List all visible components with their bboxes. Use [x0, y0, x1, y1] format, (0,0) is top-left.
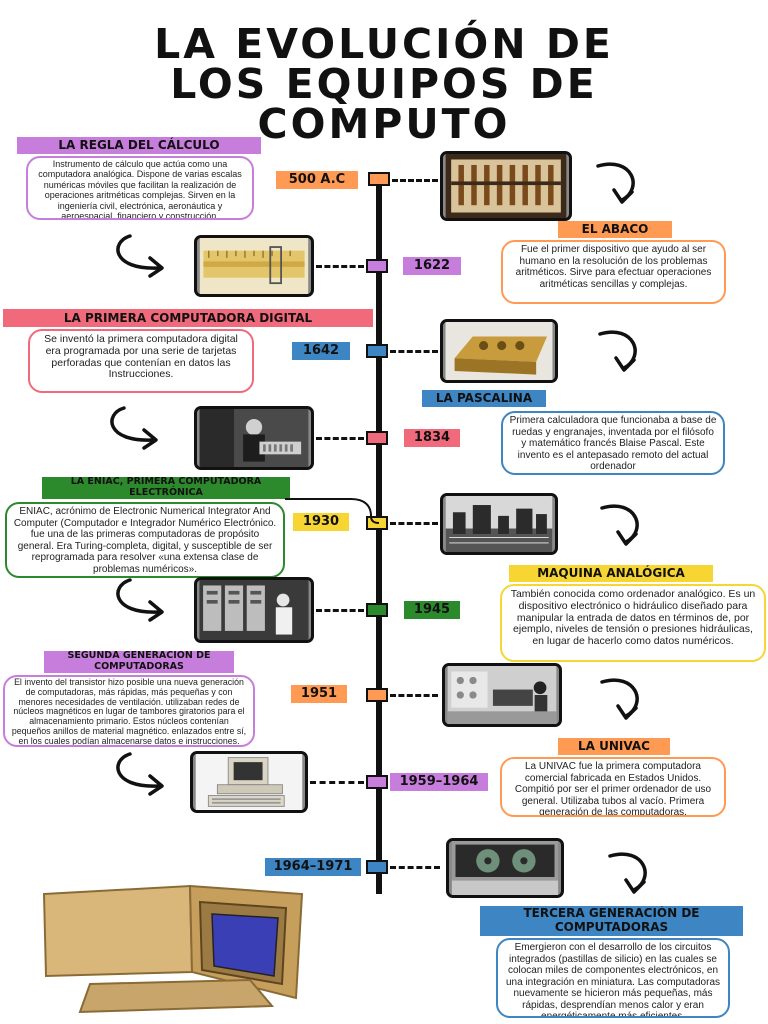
description-eniac: ENIAC, acrónimo de Electronic Numerical …	[5, 502, 285, 578]
description-pascalina: Primera calculadora que funcionaba a bas…	[501, 411, 725, 475]
heading-eniac: LA ENIAC, PRIMERA COMPUTADORA ELECTRÓNIC…	[42, 477, 290, 499]
pascaline-photo	[440, 319, 558, 383]
year-label-1622: 1622	[403, 257, 461, 275]
eniac-photo	[194, 577, 314, 643]
personal-computer-photo	[190, 751, 308, 813]
description-el-abaco: Fue el primer dispositivo que ayudo al s…	[501, 240, 726, 304]
description-regla-calculo: Instrumento de cálculo que actúa como un…	[26, 156, 254, 220]
heading-univac: LA UNIVAC	[558, 738, 670, 755]
curved-arrow-icon	[596, 676, 648, 724]
year-label-1964-1971: 1964–1971	[265, 858, 361, 876]
year-label-1834: 1834	[404, 429, 460, 447]
retro-computer-icon	[40, 880, 310, 1020]
connector-1945	[316, 609, 364, 612]
connector-1622	[316, 265, 364, 268]
curved-arrow-icon	[100, 404, 166, 452]
title-line-2: LOS EQUIPOS DE	[170, 60, 598, 108]
title-line-1: LA EVOLUCIÓN DE	[154, 20, 614, 68]
heading-primera-computadora-digital: LA PRIMERA COMPUTADORA DIGITAL	[3, 309, 373, 327]
description-primera-computadora-digital: Se inventó la primera computadora digita…	[28, 329, 254, 393]
connector-1951	[390, 694, 438, 697]
year-label-1951: 1951	[291, 685, 347, 703]
heading-el-abaco: EL ABACO	[558, 221, 672, 238]
timeline-spine	[376, 178, 382, 894]
timeline-marker-1642	[366, 344, 388, 358]
connector-1834	[316, 437, 364, 440]
connector-500ac	[392, 179, 438, 182]
title-line-3: COMPUTO	[257, 100, 511, 148]
curved-arrow-icon	[596, 502, 648, 550]
curved-arrow-icon	[106, 232, 172, 280]
curved-arrow-icon	[592, 160, 644, 208]
year-label-1930: 1930	[293, 513, 349, 531]
heading-regla-calculo: LA REGLA DEL CÁLCULO	[17, 137, 261, 154]
curved-arrow-icon	[106, 750, 172, 798]
heading-pascalina: LA PASCALINA	[422, 390, 546, 407]
year-label-1945: 1945	[404, 601, 460, 619]
abacus-photo	[440, 151, 572, 221]
description-maquina-analogica: También conocida como ordenador analógic…	[500, 584, 766, 662]
heading-maquina-analogica: MAQUINA ANALÓGICA	[509, 565, 713, 582]
timeline-marker-1945	[366, 603, 388, 617]
curved-arrow-icon	[594, 328, 646, 376]
tape-drive-computer-photo	[446, 838, 564, 898]
timeline-marker-1834	[366, 431, 388, 445]
year-label-1642: 1642	[292, 342, 350, 360]
heading-tercera-generacion: TERCERA GENERACIÓN DE COMPUTADORAS	[480, 906, 743, 936]
analog-machine-photo	[440, 493, 558, 555]
curved-arrow-icon	[604, 850, 656, 898]
timeline-marker-1951	[366, 688, 388, 702]
connector-eniac-curve	[285, 494, 380, 526]
timeline-marker-500ac	[368, 172, 390, 186]
description-univac: La UNIVAC fue la primera computadora com…	[500, 757, 726, 817]
connector-1959-1964	[310, 781, 364, 784]
slide-rule-photo	[194, 235, 314, 297]
curved-arrow-icon	[106, 576, 172, 624]
univac-photo	[442, 663, 562, 727]
year-label-500ac: 500 A.C	[276, 171, 358, 189]
connector-1964-1971	[390, 866, 440, 869]
punch-card-computer-photo	[194, 406, 314, 470]
timeline-marker-1622	[366, 259, 388, 273]
connector-1642	[390, 350, 438, 353]
timeline-marker-1964-1971	[366, 860, 388, 874]
connector-1930	[390, 522, 438, 525]
page-title: LA EVOLUCIÓN DE LOS EQUIPOS DE COMPUTO	[0, 20, 768, 148]
description-tercera-generacion: Emergieron con el desarrollo de los circ…	[496, 938, 730, 1018]
timeline-marker-1959-1964	[366, 775, 388, 789]
year-label-1959-1964: 1959–1964	[390, 773, 488, 791]
heading-segunda-generacion: SEGUNDA GENERACIÓN DE COMPUTADORAS	[44, 651, 234, 673]
description-segunda-generacion: El invento del transistor hizo posible u…	[3, 675, 255, 747]
